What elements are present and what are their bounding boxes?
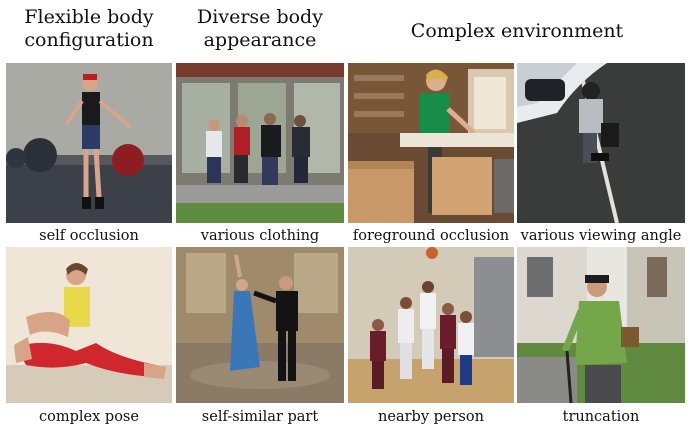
photo-basketball-game [348,247,514,403]
header-complex-environment: Complex environment [410,20,624,42]
caption-complex-pose: complex pose [39,409,139,425]
caption-self-similar-part: self-similar part [201,409,319,425]
photo-skateboarder-top-view [517,63,685,223]
header-diverse-line2: appearance [203,29,317,51]
photo-ballroom-dancers [176,247,344,403]
photo-man-with-cane [517,247,685,403]
photo-students-walking [176,63,344,223]
caption-nearby-person: nearby person [378,409,484,425]
header-diverse-body: Diverse body appearance [176,6,344,52]
photo-woman-at-table [348,63,514,223]
caption-foreground-occlusion: foreground occlusion [352,228,510,244]
header-flexible-line1: Flexible body [24,6,154,28]
caption-various-viewing-angle: various viewing angle [520,228,682,244]
header-flexible-body: Flexible body configuration [6,6,172,52]
caption-truncation: truncation [562,409,640,425]
header-flexible-line2: configuration [24,29,154,51]
caption-self-occlusion: self occlusion [39,228,139,244]
photo-jump-rope-man [6,63,172,223]
photo-woman-stretching [6,247,172,403]
caption-various-clothing: various clothing [200,228,320,244]
header-diverse-line1: Diverse body [197,6,323,28]
